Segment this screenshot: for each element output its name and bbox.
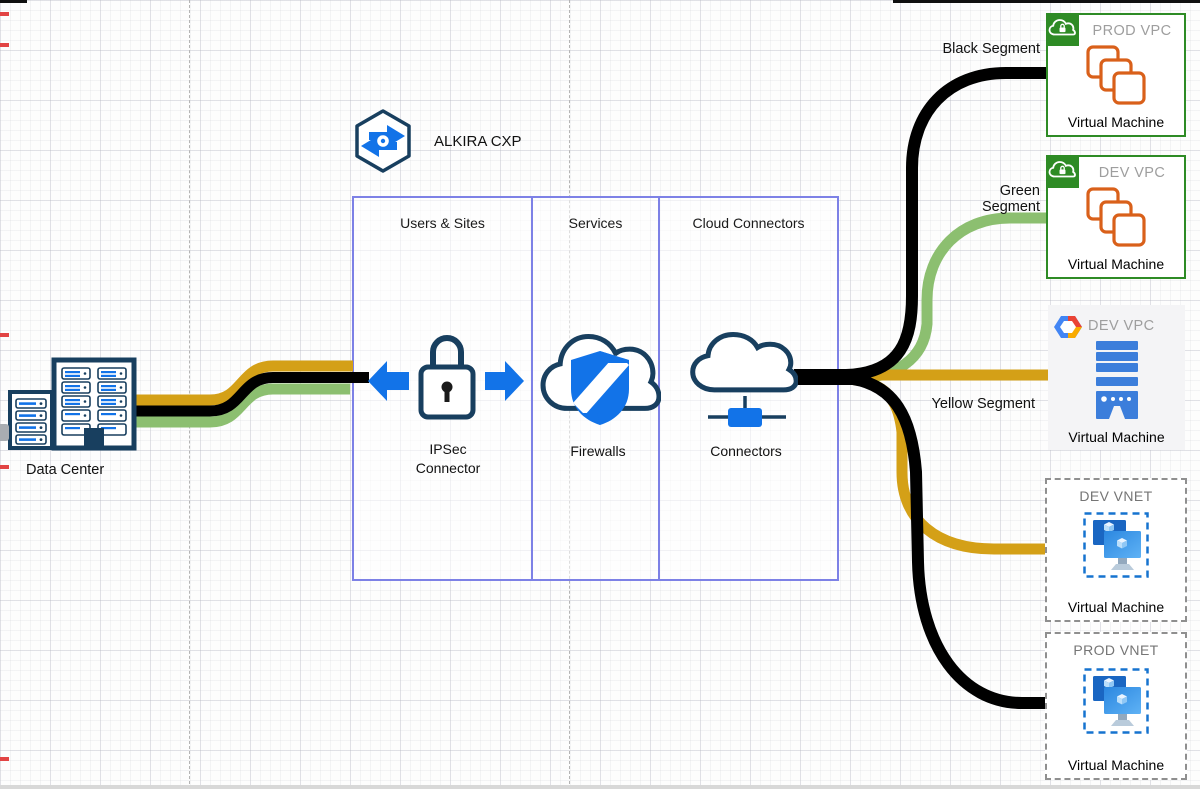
- column-header: Users & Sites: [400, 215, 485, 231]
- ipsec-connector-icon[interactable]: [364, 330, 530, 422]
- edge-black-left[interactable]: [114, 372, 369, 417]
- gcp-hexagon-icon: [1054, 316, 1082, 338]
- firewalls-label: Firewalls: [570, 443, 626, 459]
- edge-black-segment-down[interactable]: [844, 372, 1046, 709]
- dev-vpc-box[interactable]: DEV VPC Virtual Machine: [1046, 155, 1186, 279]
- connector-plug-icon: [708, 396, 786, 427]
- vertical-guide-line: [189, 0, 190, 789]
- azure-vm-icon: [1083, 668, 1149, 734]
- box-title: DEV VPC: [1088, 318, 1155, 334]
- arrow-left-icon: [368, 361, 409, 401]
- yellow-segment-label: Yellow Segment: [931, 396, 1035, 412]
- red-guide-mark: [0, 333, 9, 337]
- prod-vnet-box[interactable]: PROD VNET Virtual Machine: [1045, 632, 1187, 780]
- prod-vpc-box[interactable]: PROD VPC Virtual Machine: [1046, 13, 1186, 137]
- firewall-shield-icon: [571, 351, 629, 425]
- aws-vpc-icon: [1046, 155, 1079, 188]
- data-center-label: Data Center: [26, 462, 105, 478]
- black-segment-label: Black Segment: [942, 41, 1040, 57]
- column-header: Cloud Connectors: [692, 215, 805, 231]
- arrow-right-icon: [485, 361, 524, 401]
- edge-green-segment[interactable]: [845, 212, 1047, 385]
- red-guide-mark: [0, 12, 9, 16]
- box-title: PROD VNET: [1073, 642, 1159, 658]
- top-edge-artifact: [893, 0, 1200, 3]
- red-guide-mark: [0, 43, 9, 47]
- clipped-shape-left-edge: [0, 424, 9, 441]
- dev-vpc-gcp-box[interactable]: DEV VPC Virtual Machine: [1048, 305, 1185, 450]
- vm-label: Virtual Machine: [1067, 599, 1165, 615]
- data-center-icon[interactable]: [8, 354, 138, 452]
- edge-black-segment-up[interactable]: [845, 67, 1047, 381]
- connector-cloud-icon[interactable]: [690, 328, 798, 398]
- green-segment-label: Green Segment: [981, 183, 1040, 215]
- bottom-edge-artifact: [0, 785, 1200, 789]
- red-guide-mark: [0, 757, 9, 761]
- ec2-instances-icon: [1086, 187, 1146, 247]
- alkira-cxp-label: ALKIRA CXP: [434, 133, 522, 150]
- edge-green-left[interactable]: [114, 383, 350, 428]
- vm-label: Virtual Machine: [1067, 114, 1165, 130]
- vm-label: Virtual Machine: [1068, 429, 1165, 445]
- edge-yellow-left[interactable]: [114, 360, 353, 406]
- connectors-label: Connectors: [710, 443, 782, 459]
- box-title: DEV VNET: [1079, 488, 1153, 504]
- vm-label: Virtual Machine: [1067, 256, 1165, 272]
- red-guide-mark: [0, 465, 9, 469]
- ec2-instances-icon: [1086, 45, 1146, 105]
- column-header: Services: [568, 215, 623, 231]
- box-title: PROD VPC: [1092, 23, 1172, 39]
- dev-vnet-box[interactable]: DEV VNET Virtual Machine: [1045, 478, 1187, 622]
- alkira-cxp-logo-icon[interactable]: [353, 109, 413, 173]
- door: [84, 428, 104, 448]
- server-stack-icon: [1095, 341, 1138, 419]
- ipsec-connector-label: IPSec Connector: [415, 441, 481, 476]
- vm-label: Virtual Machine: [1067, 757, 1165, 773]
- lock-shackle: [430, 335, 464, 367]
- aws-vpc-icon: [1046, 13, 1079, 46]
- azure-vm-icon: [1083, 512, 1149, 578]
- top-edge-artifact: [0, 0, 27, 3]
- box-title: DEV VPC: [1098, 165, 1166, 181]
